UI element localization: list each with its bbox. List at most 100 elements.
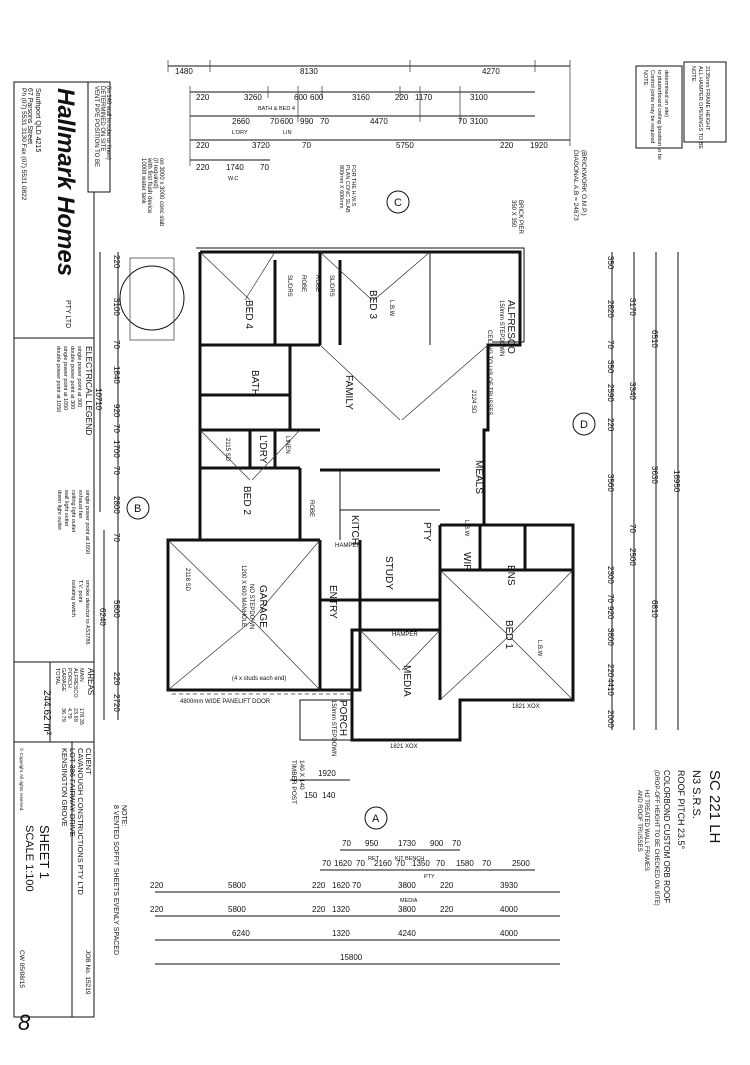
dim-label: 70 (260, 163, 269, 172)
dim-label: 70 (270, 117, 279, 126)
svg-text:(4 x studs each end): (4 x studs each end) (232, 676, 286, 682)
areas-title: AREAS (86, 668, 95, 695)
svg-text:70: 70 (396, 859, 405, 868)
svg-text:to plasterboard ceiling (posit: to plasterboard ceiling (position to be (656, 70, 662, 160)
dim-label: 220 (500, 141, 514, 150)
svg-text:AND ROOF TRUSSES: AND ROOF TRUSSES (636, 790, 642, 852)
svg-text:220: 220 (312, 881, 326, 890)
room-bed4: BED 4 (243, 300, 254, 329)
area-total: 244.62 m² (41, 690, 52, 736)
svg-text:ROBE: ROBE (300, 275, 306, 292)
svg-text:2000: 2000 (606, 710, 615, 728)
brick-pier-note: 350 X 350 BRICK PIER (510, 200, 523, 235)
dim-label: 1170 (415, 93, 433, 102)
room-alfresco: ALFRESCO (505, 300, 516, 354)
svg-text:5800: 5800 (228, 905, 246, 914)
svg-text:350: 350 (606, 360, 615, 374)
svg-text:70: 70 (452, 839, 461, 848)
dim-note: W.C (228, 176, 238, 182)
svg-text:350 X 350: 350 X 350 (510, 200, 516, 228)
svg-text:H2 TREATED WALL FRAMES: H2 TREATED WALL FRAMES (643, 790, 649, 871)
svg-text:10710: 10710 (94, 388, 103, 411)
svg-text:1200 X 600 MANHOLE: 1200 X 600 MANHOLE (240, 565, 246, 627)
dim-label: 4270 (482, 67, 500, 76)
room-ens: ENS (505, 565, 516, 586)
svg-text:(DROP-OFF HEIGHT TO BE CHECKED: (DROP-OFF HEIGHT TO BE CHECKED ON SITE) (653, 770, 659, 906)
room-ldry: L'DRY (257, 435, 268, 464)
svg-text:A: A (372, 813, 380, 825)
svg-text:1320: 1320 (332, 905, 350, 914)
svg-text:2300: 2300 (606, 566, 615, 584)
svg-text:KIT BENCH: KIT BENCH (395, 856, 424, 862)
area-value: 23.69 (72, 708, 78, 722)
tank-slab (129, 257, 175, 341)
svg-text:4240: 4240 (398, 929, 416, 938)
svg-text:PTY: PTY (424, 874, 435, 880)
water-tank (119, 265, 185, 331)
svg-text:D: D (580, 419, 588, 431)
svg-text:1700: 1700 (112, 440, 121, 458)
svg-text:SL/DRS: SL/DRS (286, 275, 292, 297)
room-kitch: KITCH (349, 515, 360, 545)
legend-item: ceiling light outlet (70, 490, 76, 533)
dim-label: 2660 (232, 117, 250, 126)
svg-text:3560: 3560 (606, 474, 615, 492)
svg-text:NOTE:: NOTE: (642, 70, 648, 87)
dim-label: 3720 (252, 141, 270, 150)
room-garage: GARAGE (257, 585, 268, 628)
svg-text:140 X 140: 140 X 140 (298, 760, 305, 790)
dim-label: 600 (310, 93, 324, 102)
svg-text:70: 70 (112, 424, 121, 433)
svg-text:3800: 3800 (398, 905, 416, 914)
svg-text:MEDIA: MEDIA (400, 898, 418, 904)
svg-text:CEILING TO U/S OF TRUSSES: CEILING TO U/S OF TRUSSES (486, 330, 492, 415)
area-value: 4.79 (66, 708, 72, 719)
roof-notes: SC 221 LH N3 S.R.S. ROOF PITCH 23.5° COL… (636, 770, 723, 906)
dim-label: 3100 (470, 117, 488, 126)
svg-text:220: 220 (606, 664, 615, 678)
ceiling-note: NOTE: Control joints may be required to … (635, 65, 683, 160)
legend-item: double power point at 300 (69, 346, 75, 409)
svg-text:L.B.W: L.B.W (388, 300, 394, 317)
svg-text:ROOF PITCH 23.5°: ROOF PITCH 23.5° (676, 770, 686, 850)
svg-text:NO STEPDOWN: NO STEPDOWN (248, 584, 254, 629)
svg-text:on 3000 x 3000 conc slab: on 3000 x 3000 conc slab (158, 158, 164, 227)
room-meals: MEALS (473, 460, 484, 494)
water-tank-note: 1000lt water tank with first flush devic… (140, 157, 164, 227)
dim-label: 70 (320, 117, 329, 126)
legend-item: isolating switch (70, 580, 76, 617)
svg-text:2135mm FRAME HEIGHT: 2135mm FRAME HEIGHT (704, 66, 710, 131)
client-name: CAVANOUGH CONSTRUCTIONS PTY LTD (76, 748, 85, 896)
dim-label: 5750 (396, 141, 414, 150)
svg-text:L.B.W: L.B.W (536, 640, 542, 657)
client-label: CLIENT (84, 748, 93, 775)
grid-markers: C B D A (126, 190, 596, 830)
room-pty: PTY (421, 522, 432, 542)
dim-label: 600 (280, 117, 294, 126)
svg-text:220: 220 (440, 905, 454, 914)
svg-text:3930: 3930 (500, 881, 518, 890)
company-suffix: PTY LTD (64, 300, 71, 328)
timber-post-note: 140 X 140 TIMBER POST (290, 760, 305, 804)
handwritten-page-mark: 8 (18, 1010, 31, 1035)
svg-text:1840: 1840 (112, 366, 121, 384)
legend-item: down light outlet (56, 490, 62, 530)
dim-label: 3160 (352, 93, 370, 102)
dim-label: 1480 (175, 67, 193, 76)
drawn-date: CW 05/08/15 (18, 950, 25, 988)
svg-text:SL/DRS: SL/DRS (328, 275, 334, 297)
svg-text:140: 140 (322, 791, 336, 800)
svg-text:220: 220 (112, 672, 121, 686)
svg-text:3800: 3800 (398, 881, 416, 890)
room-porch: PORCH (337, 700, 348, 736)
title-block-frame (13, 81, 95, 1018)
job-number: JOB No. 15219 (84, 950, 91, 995)
dim-label: 220 (196, 163, 210, 172)
copyright: © Copyright. All rights reserved. (19, 748, 25, 811)
dim-label: 3260 (244, 93, 262, 102)
legend-item: double power point at 1050 (55, 346, 61, 412)
svg-text:2720: 2720 (112, 694, 121, 712)
svg-text:NOTE:: NOTE: (120, 805, 127, 826)
svg-text:2590: 2590 (606, 384, 615, 402)
soffit-note: NOTE: 8 VENTED SOFFIT SHEETS EVENLY SPAC… (112, 805, 127, 955)
